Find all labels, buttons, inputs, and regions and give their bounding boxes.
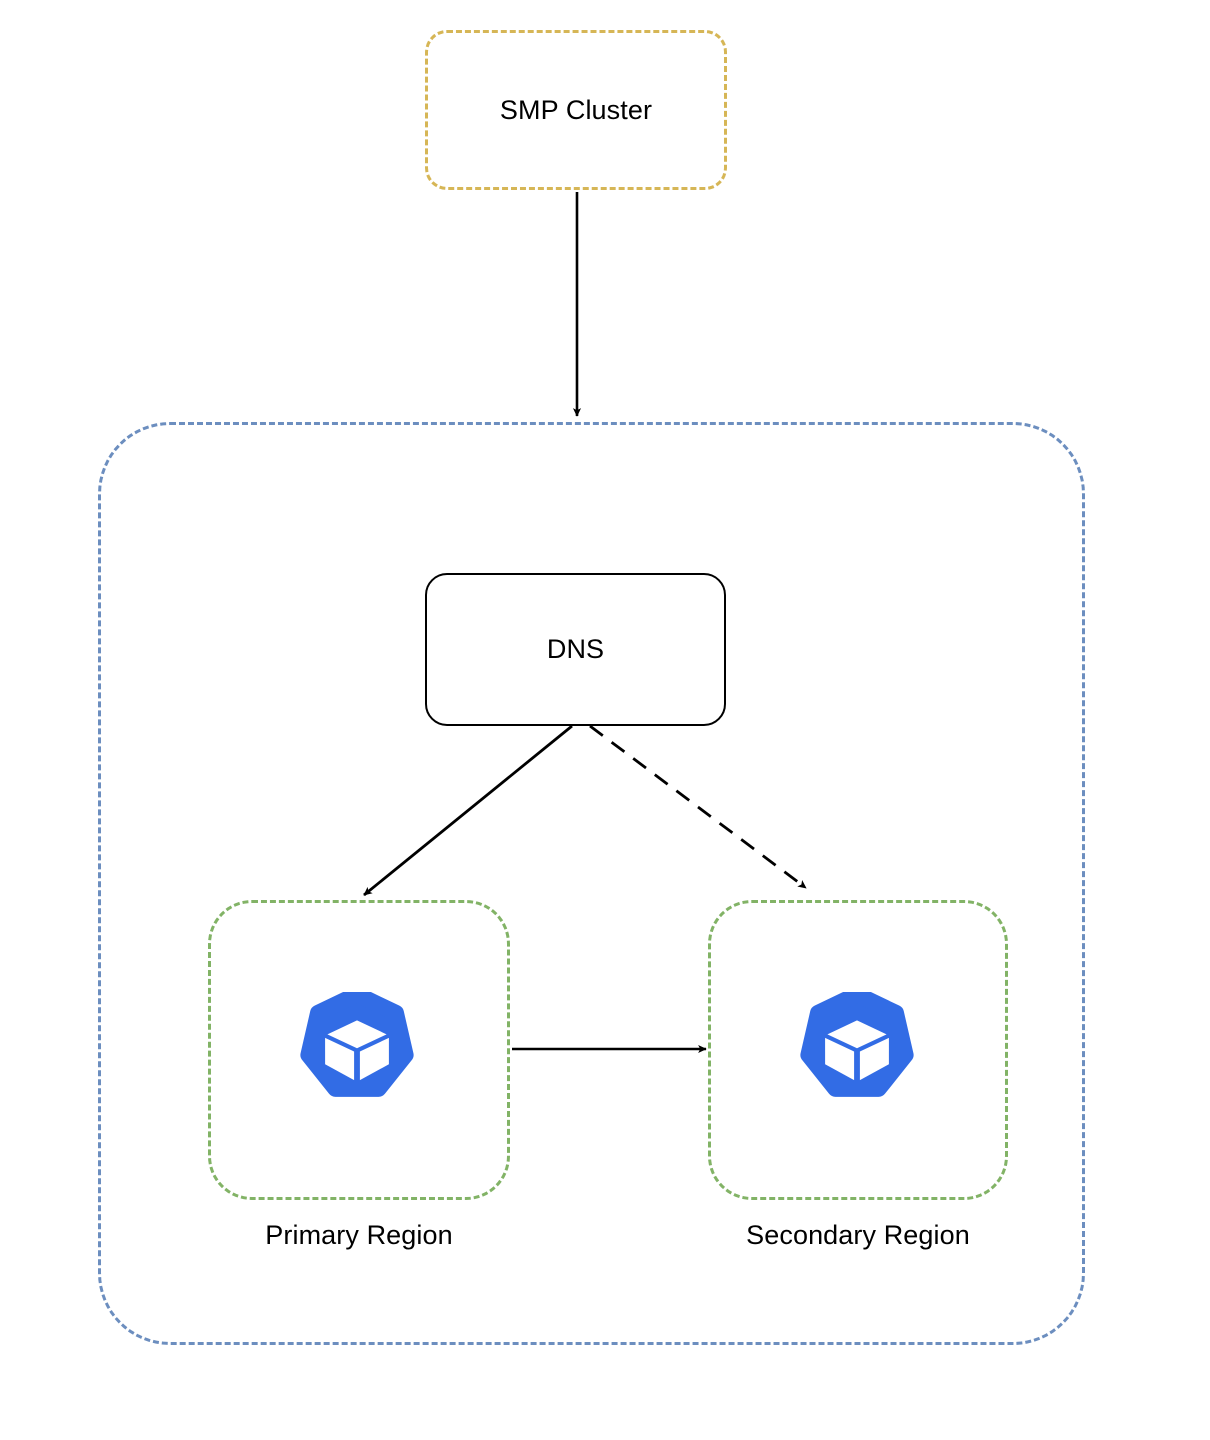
smp-cluster-label: SMP Cluster — [499, 94, 653, 125]
dns-node-label: DNS — [546, 634, 605, 665]
secondary-region-container[interactable] — [708, 900, 1008, 1200]
smp-cluster-node[interactable]: SMP Cluster — [425, 30, 727, 190]
secondary-region-label: Secondary Region — [746, 1220, 970, 1250]
dns-node[interactable]: DNS — [425, 573, 726, 726]
primary-region-label: Primary Region — [265, 1220, 453, 1250]
primary-region-container[interactable] — [208, 900, 510, 1200]
kubernetes-icon — [300, 992, 414, 1097]
platform-boundary-container[interactable] — [98, 422, 1085, 1345]
kubernetes-icon — [800, 992, 914, 1097]
